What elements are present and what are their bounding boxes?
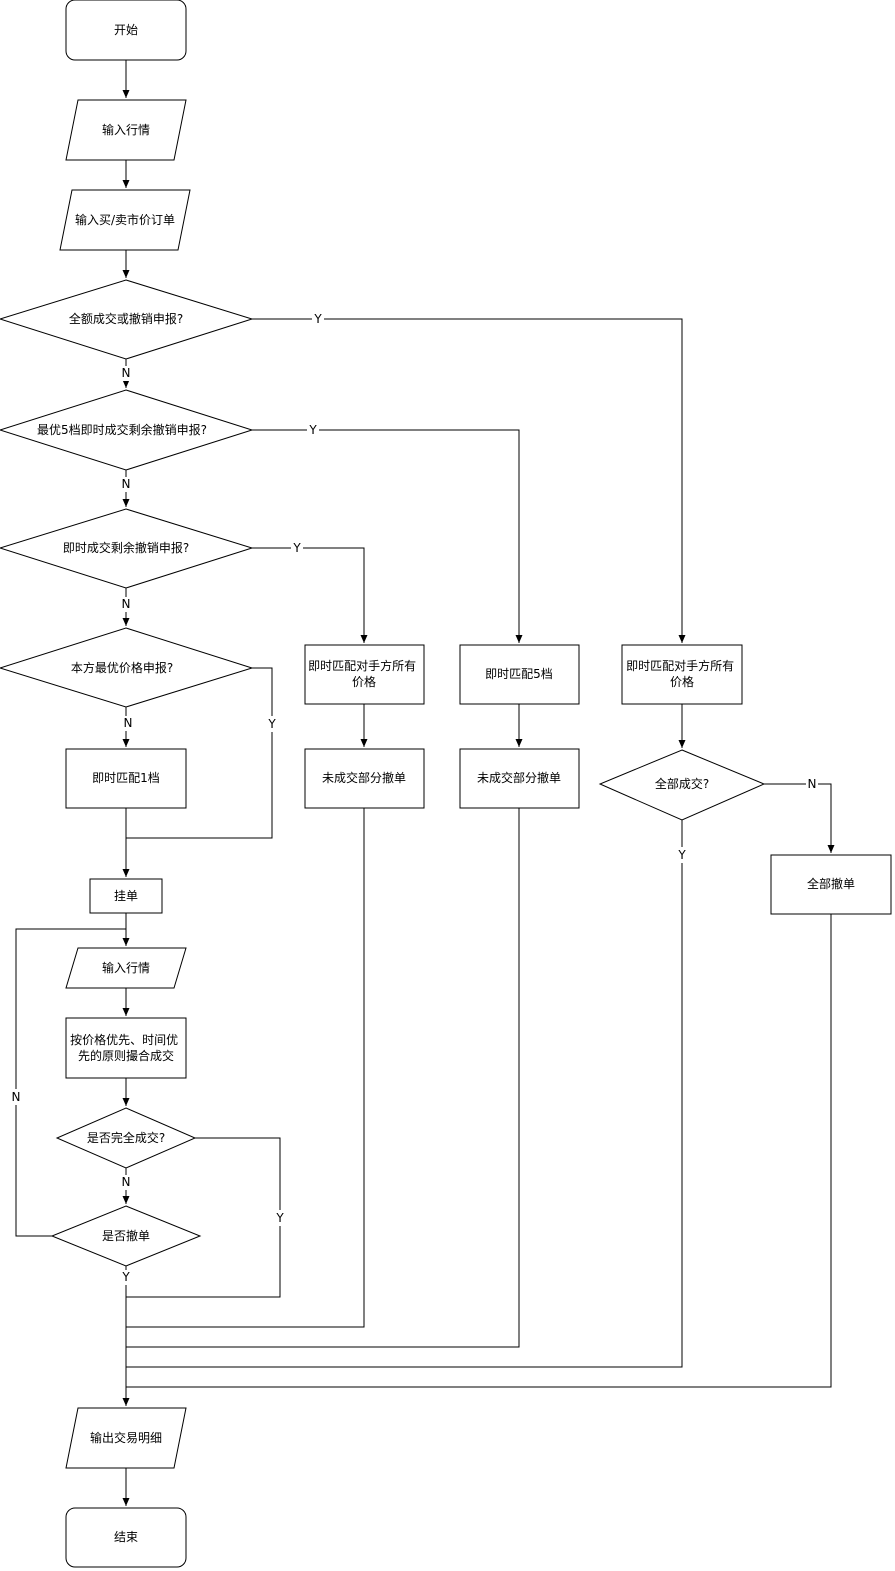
edge-best5-to-output (126, 808, 520, 1348)
end-label: 结束 (114, 1530, 138, 1544)
cancel-all-label: 全部撤单 (807, 876, 855, 891)
match-all-ioc-label: 即时匹配对手方所有 价格 (308, 658, 420, 689)
label-fok-no: N (122, 366, 131, 380)
label-ioc-yes: Y (292, 541, 301, 555)
pending-node (89, 878, 163, 914)
label-own-yes: Y (267, 717, 276, 731)
match-all-fok-line-2: 价格 (670, 674, 694, 689)
pending-label: 挂单 (114, 889, 138, 903)
cancel-rest-1-node (304, 748, 425, 809)
match-all-fok-node (621, 644, 743, 705)
edge-allfilled-yes-output (126, 820, 683, 1368)
input-order-node (59, 189, 191, 251)
label-allfilled-yes: Y (677, 848, 686, 862)
decision-own-best (0, 627, 254, 708)
match-5-label: 即时匹配5档 (485, 667, 553, 681)
output-node (65, 1407, 187, 1469)
edges (15, 60, 835, 1506)
match-all-ioc-node (304, 644, 425, 705)
decision-all-filled-label: 全部成交? (655, 776, 709, 791)
decision-best5-label: 最优5档即时成交剩余撤销申报? (37, 422, 207, 437)
start-node (65, 0, 187, 61)
edge-allfilled-no (764, 783, 835, 853)
label-complete-yes: Y (275, 1211, 284, 1225)
input-quote-2-node (65, 947, 187, 989)
edge-ioc-yes (252, 547, 368, 643)
decision-own-best-label: 本方最优价格申报? (71, 660, 173, 675)
match-1-label: 即时匹配1档 (92, 771, 160, 785)
decision-cancel (50, 1205, 202, 1267)
match-rule-line-2: 先的原则撮合成交 (78, 1048, 174, 1063)
start-label: 开始 (114, 23, 138, 37)
decision-ioc (0, 508, 254, 589)
label-ioc-no: N (122, 597, 131, 611)
decision-ioc-label: 即时成交剩余撤销申报? (63, 540, 189, 555)
decision-complete (55, 1107, 197, 1169)
decision-best5 (0, 389, 254, 471)
decision-cancel-label: 是否撤单 (102, 1228, 150, 1243)
end-node (65, 1507, 187, 1568)
decision-all-filled (598, 749, 766, 821)
cancel-rest-2-label: 未成交部分撤单 (477, 770, 561, 785)
decision-fok (0, 279, 254, 360)
label-cancel-yes: Y (121, 1270, 130, 1284)
label-own-no: N (124, 716, 133, 730)
edge-cancelall-to-output (126, 914, 832, 1388)
edge-own-yes (126, 667, 273, 839)
input-quote-2-label: 输入行情 (102, 960, 150, 975)
decision-fok-label: 全额成交或撤销申报? (69, 311, 183, 326)
label-cancel-no: N (12, 1090, 21, 1104)
edge-cancel-no-loop (15, 928, 126, 1237)
match-rule-line-1: 按价格优先、时间优 (70, 1032, 178, 1047)
edge-labels: Y N Y N Y N N Y N Y N Y N Y (10, 311, 818, 1285)
label-best5-no: N (122, 477, 131, 491)
edge-ioc-to-output (126, 808, 365, 1328)
match-all-fok-label: 即时匹配对手方所有 价格 (626, 658, 738, 689)
input-quote-label: 输入行情 (102, 122, 150, 137)
label-best5-yes: Y (308, 423, 317, 437)
cancel-rest-2-node (459, 748, 580, 809)
cancel-rest-1-label: 未成交部分撤单 (322, 770, 406, 785)
label-fok-yes: Y (313, 312, 322, 326)
input-quote-node (65, 99, 187, 161)
match-all-fok-line-1: 即时匹配对手方所有 (626, 658, 734, 673)
label-complete-no: N (122, 1175, 131, 1189)
edge-best5-yes (252, 429, 523, 643)
match-rule-label: 按价格优先、时间优 先的原则撮合成交 (70, 1032, 182, 1063)
match-all-ioc-line-2: 价格 (352, 674, 376, 689)
match-5-node (459, 644, 580, 705)
label-allfilled-no: N (808, 777, 817, 791)
edge-fok-yes (252, 318, 686, 643)
decision-complete-label: 是否完全成交? (87, 1130, 165, 1145)
match-rule-node (65, 1017, 187, 1079)
cancel-all-node (770, 854, 892, 915)
match-all-ioc-line-1: 即时匹配对手方所有 (308, 658, 416, 673)
output-label: 输出交易明细 (90, 1430, 162, 1445)
match-1-node (65, 748, 187, 809)
input-order-label: 输入买/卖市价订单 (75, 212, 175, 227)
